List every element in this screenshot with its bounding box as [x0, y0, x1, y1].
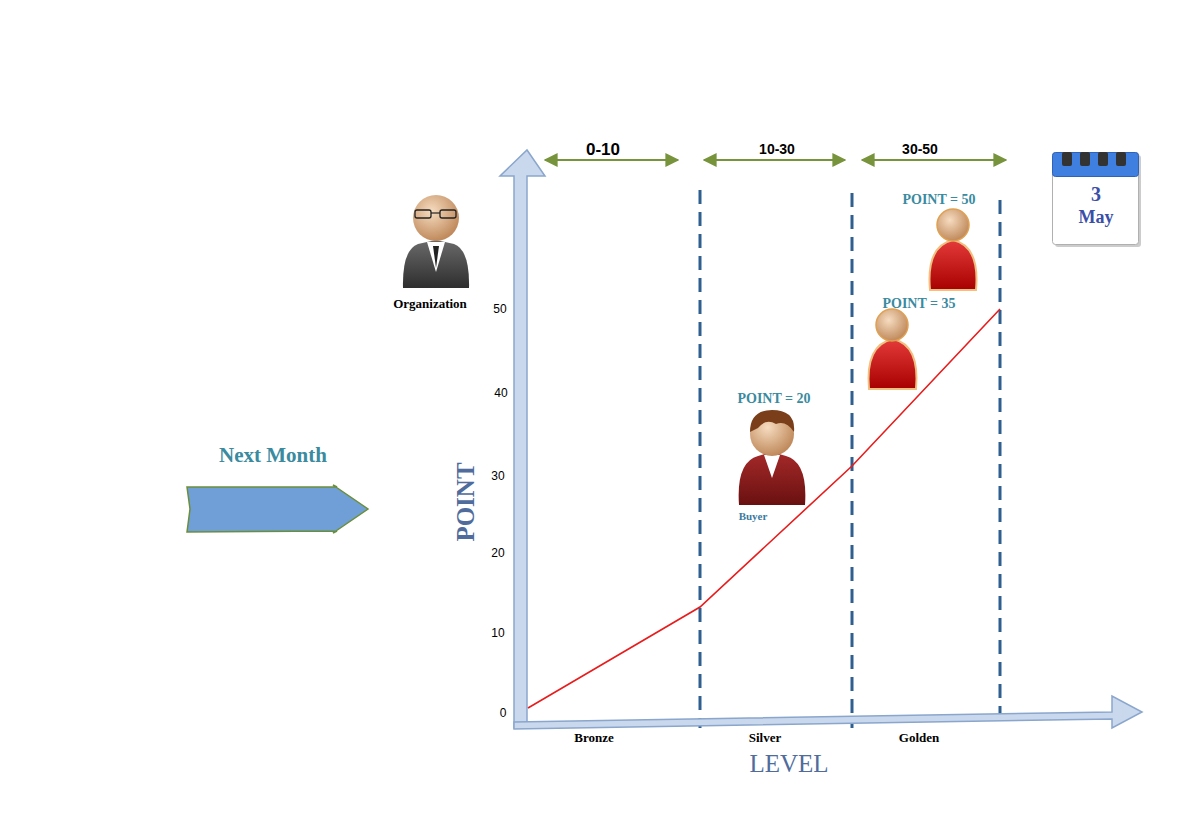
buyer-label: Buyer [739, 510, 768, 522]
range-label: 30-50 [902, 142, 938, 157]
organization-label: Organization [393, 297, 467, 311]
point-label: POINT = 20 [737, 391, 810, 406]
organization-person [403, 195, 469, 288]
next-month-arrow [187, 485, 368, 533]
tick-label: 50 [493, 303, 506, 316]
calendar-icon: 3May [1052, 152, 1140, 246]
calendar-day: 3 [1052, 182, 1140, 206]
point-label: POINT = 50 [902, 192, 975, 207]
calendar-ring [1062, 152, 1072, 166]
buyer-person [739, 410, 806, 505]
level-label: Silver [749, 731, 782, 745]
growth-line [528, 309, 1000, 708]
range-arrow [704, 159, 845, 161]
tick-label: 30 [491, 470, 504, 483]
axes [500, 150, 1142, 729]
range-arrow [862, 159, 1006, 161]
calendar-ring [1098, 152, 1108, 166]
divider-line [851, 193, 854, 728]
golden-person [929, 209, 976, 290]
golden-person [869, 309, 917, 389]
point-label: POINT = 35 [882, 296, 955, 311]
divider-line [999, 200, 1002, 715]
level-label: Golden [899, 731, 939, 745]
range-label: 10-30 [759, 142, 795, 157]
level-label: Bronze [574, 731, 613, 745]
y-axis-arrow [500, 150, 545, 728]
x-axis-arrow [514, 696, 1142, 729]
calendar-month: May [1052, 206, 1140, 228]
calendar-ring [1080, 152, 1090, 166]
next-month-label: Next Month [219, 444, 327, 467]
tick-label: 0 [500, 707, 507, 720]
calendar-ring [1116, 152, 1126, 166]
axis-title: LEVEL [749, 750, 828, 778]
range-arrows [545, 159, 1006, 161]
tick-label: 40 [494, 387, 507, 400]
divider-line [699, 190, 702, 728]
calendar-header [1053, 153, 1139, 177]
tick-label: 10 [491, 627, 504, 640]
tick-label: 20 [491, 547, 504, 560]
range-label: 0-10 [586, 141, 620, 160]
calendar-text: 3May [1052, 152, 1140, 236]
level-dividers [700, 190, 1000, 728]
range-arrow [545, 159, 678, 161]
axis-title: POINT [452, 462, 480, 541]
